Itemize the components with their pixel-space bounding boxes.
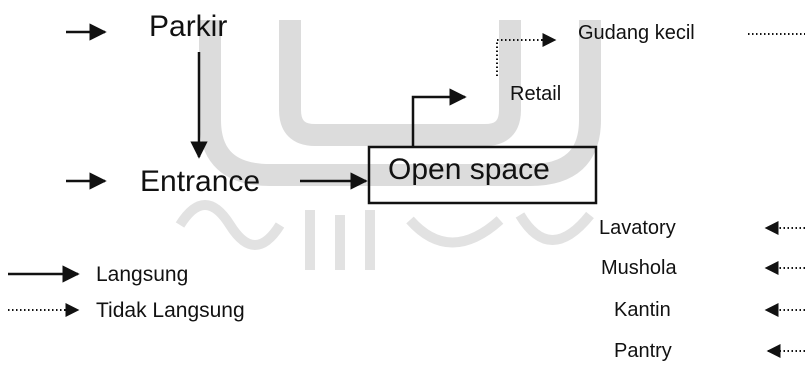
legend-direct-label: Langsung: [96, 263, 189, 286]
node-retail: Retail: [510, 83, 562, 105]
node-parkir: Parkir: [149, 10, 228, 43]
node-lavatory: Lavatory: [599, 217, 676, 239]
node-mushola: Mushola: [601, 257, 677, 279]
node-kantin: Kantin: [614, 299, 671, 321]
legend-indirect-label: Tidak Langsung: [96, 299, 245, 322]
node-entrance: Entrance: [140, 165, 261, 198]
arrow-openspace-retail: [411, 88, 467, 147]
watermark-logo: [175, 20, 601, 270]
open-space-box: [367, 145, 598, 205]
node-open-space: Open space: [388, 153, 550, 186]
arrow-retail-gudang: [496, 33, 557, 76]
node-gudang-kecil: Gudang kecil: [578, 22, 695, 44]
node-pantry: Pantry: [614, 340, 672, 362]
